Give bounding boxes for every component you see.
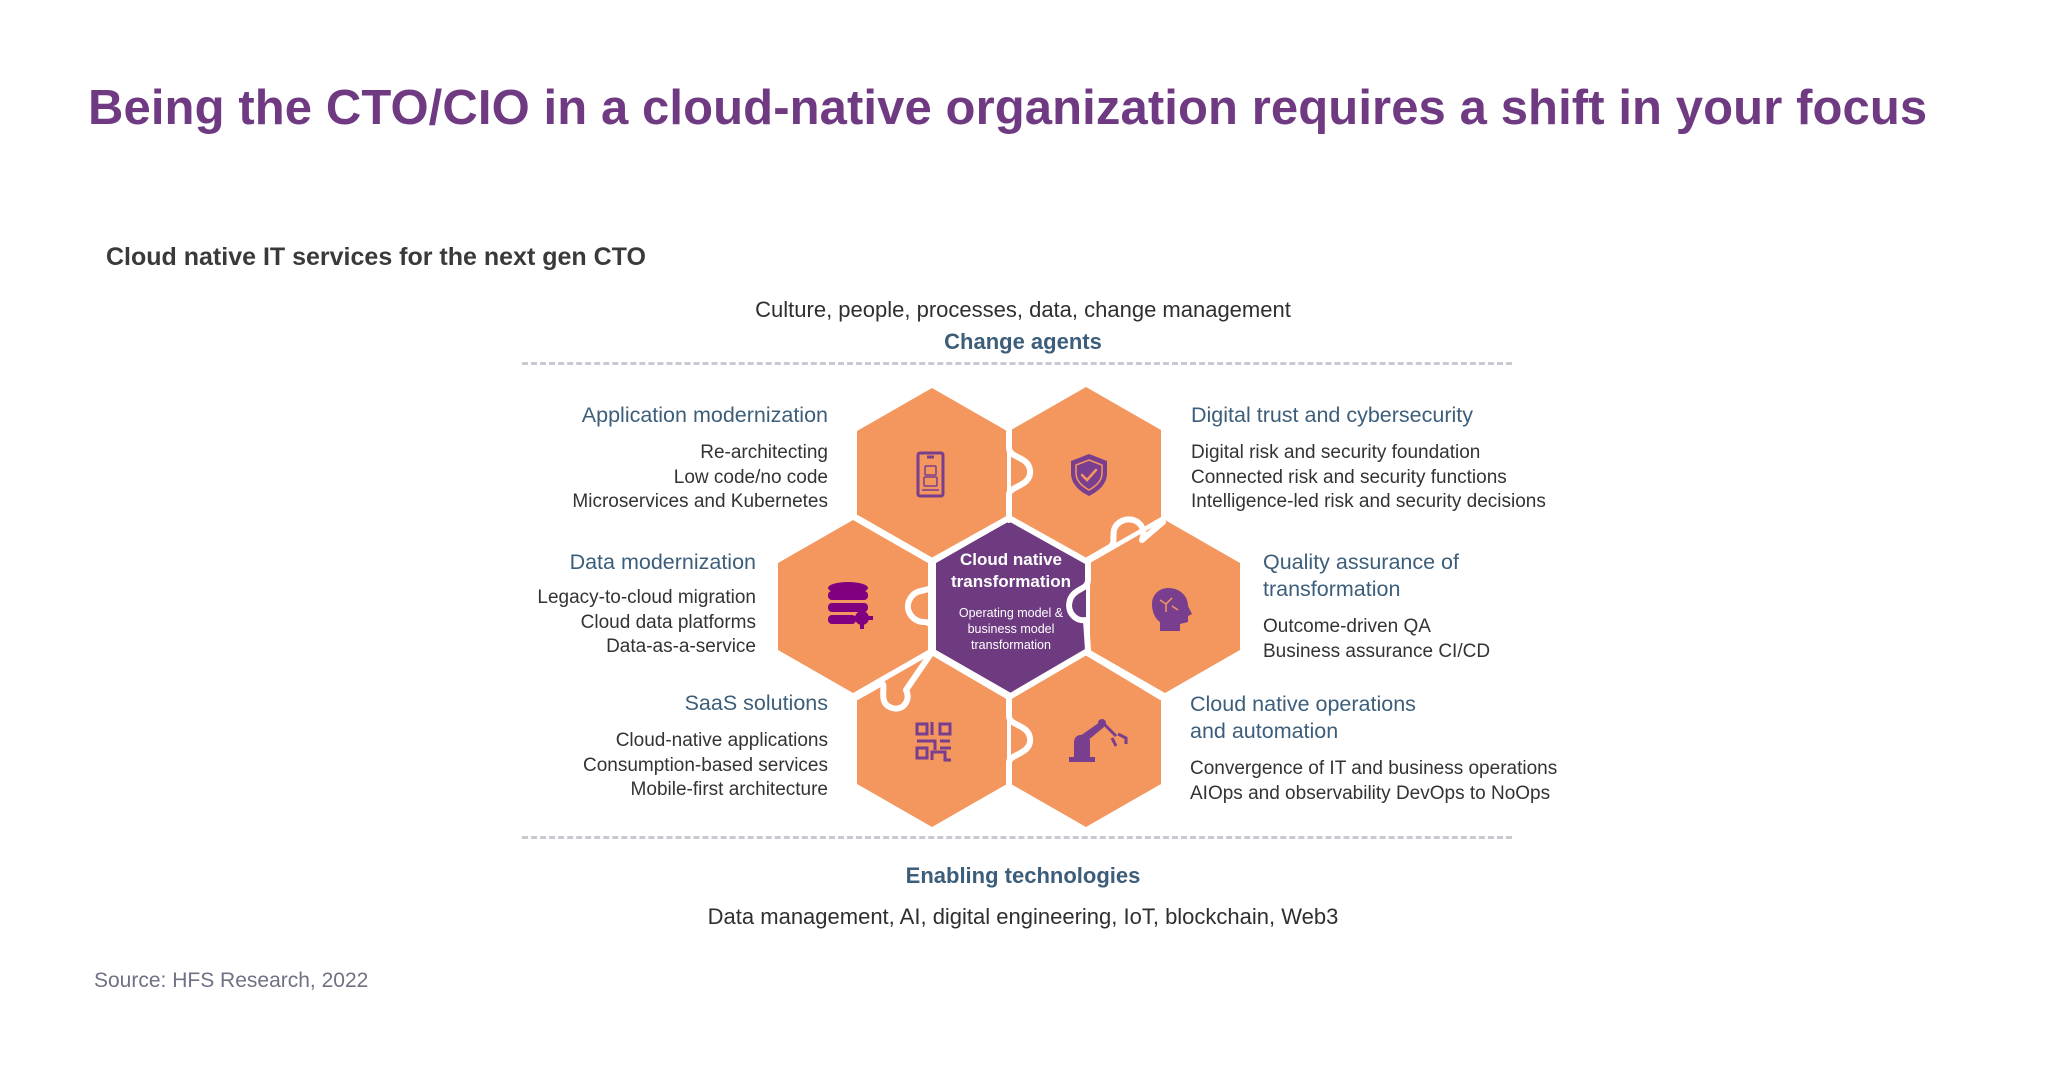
- segment-item: Intelligence-led risk and security decis…: [1191, 491, 1546, 512]
- segment-data-modernization: Data modernization Legacy-to-cloud migra…: [537, 549, 756, 660]
- change-agents-label: Change agents: [944, 329, 1102, 354]
- shield-check-icon: [1071, 454, 1107, 496]
- segment-item: Connected risk and security functions: [1191, 466, 1507, 488]
- brain-head-icon: [1152, 588, 1192, 631]
- robot-arm-icon: [1069, 719, 1128, 762]
- segment-heading: Digital trust and cybersecurity: [1191, 403, 1473, 427]
- hex-center-cloud-native: [936, 520, 1086, 693]
- enabling-technologies-description: Data management, AI, digital engineering…: [707, 904, 1339, 929]
- center-title-line2: transformation: [951, 572, 1071, 591]
- center-sub-line2: business model: [967, 622, 1055, 636]
- segment-item: Legacy-to-cloud migration: [537, 587, 756, 608]
- database-gear-icon: [828, 582, 873, 629]
- center-title-line1: Cloud native: [959, 550, 1062, 569]
- segment-item: Consumption-based services: [582, 754, 828, 776]
- segment-item: Digital risk and security foundation: [1191, 442, 1481, 463]
- segment-item: Outcome-driven QA: [1263, 616, 1431, 637]
- segment-digital-trust: Digital trust and cybersecurity Digital …: [1191, 402, 1546, 515]
- segment-heading: Data modernization: [569, 550, 756, 574]
- enabling-technologies-label: Enabling technologies: [905, 863, 1141, 888]
- segment-item: Data-as-a-service: [606, 636, 756, 657]
- segment-item: Re-architecting: [700, 442, 828, 463]
- segment-item: Microservices and Kubernetes: [572, 491, 828, 512]
- diagram-subtitle: Cloud native IT services for the next ge…: [106, 243, 646, 271]
- change-agents-description: Culture, people, processes, data, change…: [755, 297, 1291, 322]
- segment-heading: SaaS solutions: [684, 691, 828, 715]
- puzzle-seams: [854, 397, 1166, 833]
- bottom-divider: [522, 836, 1512, 839]
- segment-item: AIOps and observability DevOps to NoOps: [1190, 782, 1551, 804]
- segment-item: Convergence of IT and business operation…: [1190, 758, 1558, 779]
- segment-heading-line1: Cloud native operations: [1190, 692, 1416, 716]
- segment-heading-line2: and automation: [1190, 719, 1339, 743]
- segment-heading-line2: transformation: [1263, 577, 1401, 601]
- segment-item: Cloud data platforms: [580, 611, 756, 633]
- page-title: Being the CTO/CIO in a cloud-native orga…: [88, 81, 1928, 135]
- center-label: Cloud native transformation Operating mo…: [931, 549, 1091, 653]
- segment-item: Mobile-first architecture: [630, 779, 828, 800]
- center-sub-line1: Operating model &: [958, 606, 1064, 620]
- segment-saas-solutions: SaaS solutions Cloud-native applications…: [583, 690, 828, 803]
- segment-application-modernization: Application modernization Re-architectin…: [572, 402, 828, 515]
- source-note: Source: HFS Research, 2022: [94, 969, 369, 992]
- segment-item: Cloud-native applications: [615, 730, 828, 751]
- top-divider: [522, 362, 1512, 365]
- segment-item: Low code/no code: [673, 466, 828, 488]
- center-sub-line3: transformation: [971, 638, 1051, 652]
- segment-item: Business assurance CI/CD: [1263, 640, 1491, 662]
- segment-heading: Application modernization: [581, 403, 828, 427]
- segment-heading-line1: Quality assurance of: [1263, 550, 1459, 574]
- mobile-robot-icon: [916, 451, 945, 498]
- qr-code-icon: [915, 722, 952, 762]
- segment-cloud-operations: Cloud native operations and automation C…: [1190, 691, 1557, 806]
- segment-quality-assurance: Quality assurance of transformation Outc…: [1263, 549, 1490, 664]
